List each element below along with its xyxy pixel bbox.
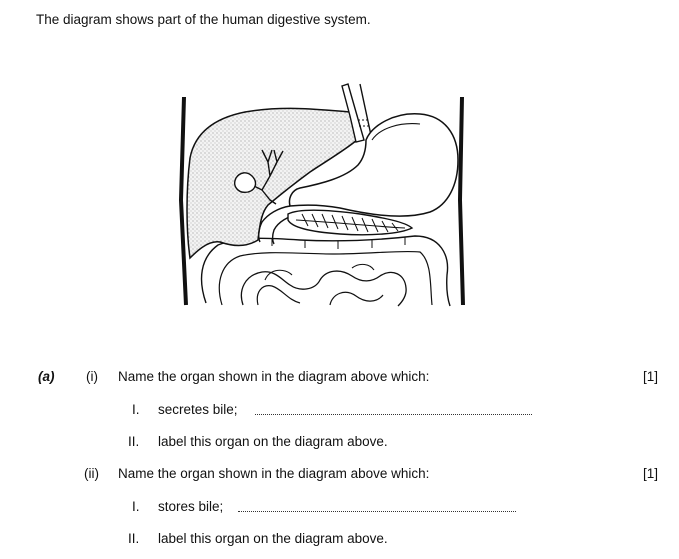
small-intestine — [240, 270, 407, 307]
answer-line-secretes-bile[interactable] — [255, 414, 532, 415]
part-ii-item-1-text: stores bile; — [158, 499, 224, 514]
intro-text: The diagram shows part of the human dige… — [36, 12, 371, 27]
part-i-label: (i) — [86, 369, 98, 384]
part-i-prompt: Name the organ shown in the diagram abov… — [118, 369, 430, 384]
stomach — [288, 113, 459, 217]
part-ii-label: (ii) — [84, 466, 99, 481]
gall-bladder — [234, 172, 257, 193]
part-ii-prompt: Name the organ shown in the diagram abov… — [118, 466, 430, 481]
answer-line-stores-bile[interactable] — [238, 511, 516, 512]
body-wall-left — [178, 96, 188, 306]
part-i-marks: [1] — [643, 369, 659, 384]
part-i-item-1-num: I. — [132, 402, 140, 417]
part-ii-item-2-num: II. — [128, 531, 140, 546]
oesophagus — [341, 83, 365, 143]
body-wall-right — [457, 96, 465, 306]
part-ii-marks: [1] — [643, 466, 659, 481]
part-i-item-1-text: secretes bile; — [158, 402, 238, 417]
colon — [200, 235, 451, 307]
colon-inner — [218, 250, 433, 306]
hepatic-ducts — [261, 149, 284, 191]
pancreatic-duct — [295, 219, 406, 229]
part-ii-item-1-num: I. — [132, 499, 140, 514]
pancreas — [287, 209, 414, 236]
part-ii-item-2-text: label this organ on the diagram above. — [158, 531, 388, 546]
part-i-item-2-num: II. — [128, 434, 140, 449]
question-a-label: (a) — [38, 369, 55, 384]
part-i-item-2-text: label this organ on the diagram above. — [158, 434, 388, 449]
